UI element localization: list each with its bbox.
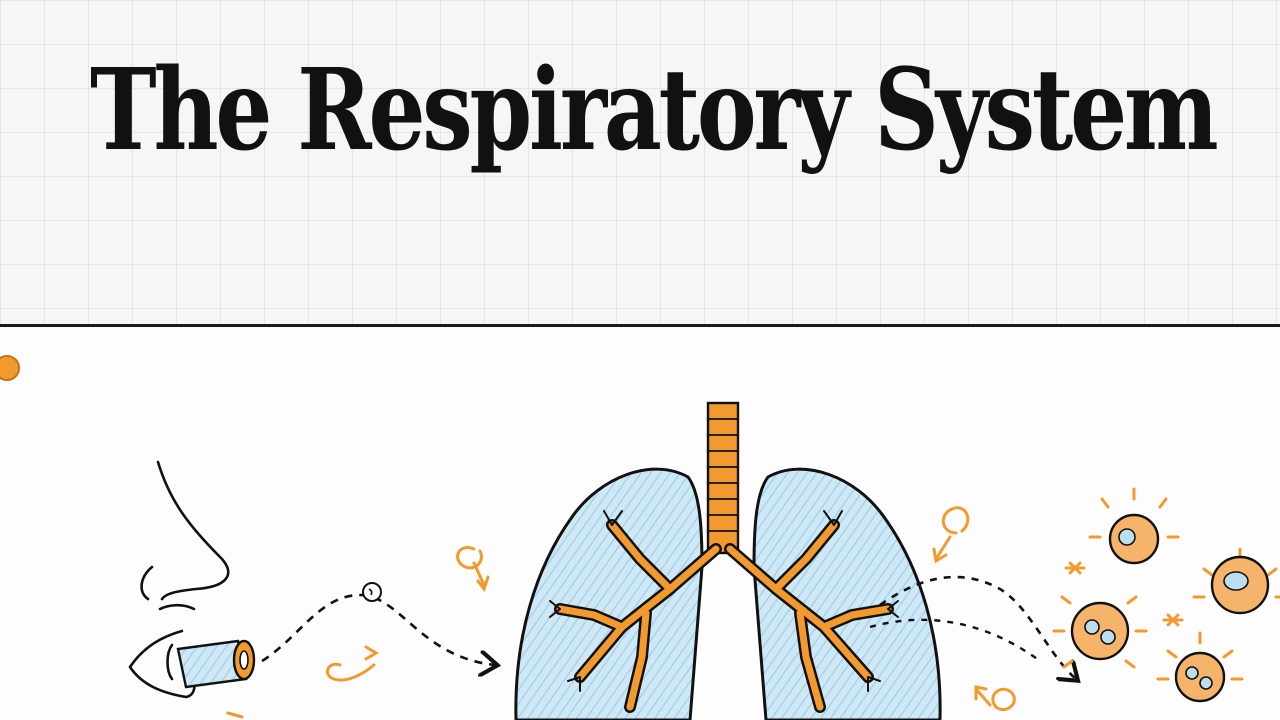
orange-dot-icon: [0, 355, 20, 381]
trachea-icon: [706, 401, 740, 555]
bronchi-icon: [549, 510, 899, 713]
swirl-arrow-icon: [226, 506, 1016, 719]
respiratory-illustration: [128, 401, 1280, 720]
divider: [0, 324, 1280, 327]
air-tube-icon: [176, 639, 256, 689]
page-title: The Respiratory System: [90, 45, 1219, 176]
cell-icon: [1052, 487, 1280, 703]
header-area: The Respiratory System: [0, 0, 1280, 324]
